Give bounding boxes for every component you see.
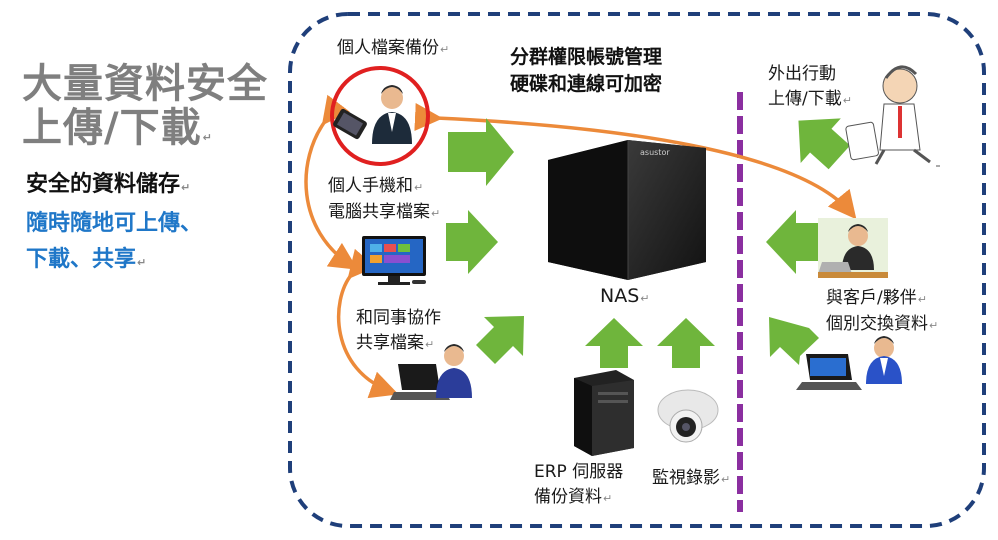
headline-line-1: 大量資料安全	[22, 61, 268, 107]
nas-brand: asustor	[640, 148, 670, 157]
subtitle-share-line-1: 隨時隨地可上傳、	[26, 211, 203, 236]
green-arrows	[446, 118, 851, 368]
subtitle-share: 隨時隨地可上傳、 下載、共享↵	[26, 206, 202, 281]
laptop-person-icon	[390, 344, 472, 400]
label-erp: ERP 伺服器 備份資料↵	[534, 462, 624, 507]
nas-device	[548, 140, 706, 280]
person-icon-1	[372, 85, 412, 144]
subtitle-share-line-2: 下載、共享↵	[26, 247, 147, 272]
diagram-title: 分群權限帳號管理 硬碟和連線可加密	[510, 44, 662, 98]
title-line-2: 硬碟和連線可加密	[510, 73, 663, 95]
desktop-monitor-icon	[362, 236, 426, 285]
label-client: 與客戶/夥伴↵ 個別交換資料↵	[826, 288, 939, 334]
client-desk-icon	[818, 218, 888, 278]
highlight-circle	[330, 66, 430, 166]
subtitle-storage: 安全的資料儲存↵	[26, 172, 191, 197]
traveler-icon	[845, 65, 940, 167]
label-nas: NAS↵	[600, 285, 650, 307]
cctv-camera	[657, 389, 719, 443]
orange-arrow-phone-pc	[304, 94, 358, 270]
orange-arrow-phone-client	[414, 103, 857, 220]
label-colleague: 和同事協作 共享檔案↵	[356, 308, 441, 353]
label-phone-pc: 個人手機和↵ 電腦共享檔案↵	[328, 176, 441, 222]
network-boundary	[288, 12, 986, 528]
partner-laptop-person-icon	[796, 336, 902, 390]
label-travel: 外出行動 上傳/下載↵	[768, 64, 852, 109]
headline: 大量資料安全 上傳/下載↵	[22, 62, 268, 160]
headline-line-2: 上傳/下載↵	[22, 105, 213, 151]
orange-arrow-pc-laptop	[336, 248, 399, 399]
label-personal-backup: 個人檔案備份↵	[337, 38, 450, 58]
title-line-1: 分群權限帳號管理	[510, 46, 663, 68]
phone-icon	[333, 108, 367, 140]
label-cctv: 監視錄影↵	[652, 468, 731, 488]
erp-server	[574, 370, 634, 456]
